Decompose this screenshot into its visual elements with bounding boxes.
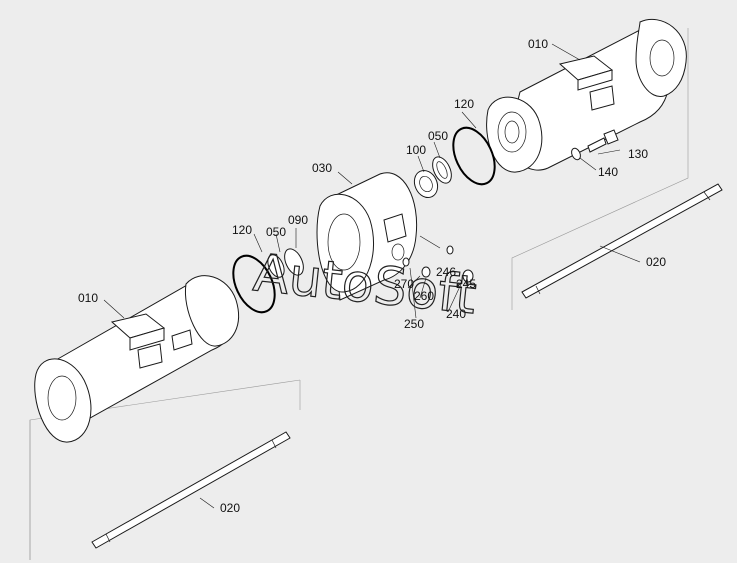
label-010-left: 010 bbox=[78, 291, 98, 305]
label-270: 270 bbox=[394, 277, 414, 291]
center-housing-030 bbox=[316, 172, 418, 301]
washer-140 bbox=[571, 147, 581, 161]
label-010-top: 010 bbox=[528, 37, 548, 51]
label-140: 140 bbox=[598, 165, 618, 179]
label-050-left: 050 bbox=[266, 225, 286, 239]
label-050-right: 050 bbox=[428, 129, 448, 143]
label-030: 030 bbox=[312, 161, 332, 175]
small-parts-group bbox=[402, 245, 474, 283]
label-100: 100 bbox=[406, 143, 426, 157]
label-120-left: 120 bbox=[232, 223, 252, 237]
shaft-020-left bbox=[91, 431, 291, 549]
axle-housing-lower-left bbox=[34, 275, 240, 443]
shaft-020-right bbox=[521, 183, 723, 299]
leader-lines bbox=[103, 43, 641, 509]
label-020-right: 020 bbox=[646, 255, 666, 269]
axle-housing-upper-right bbox=[486, 18, 687, 173]
bearing-100 bbox=[413, 169, 439, 199]
label-130: 130 bbox=[628, 147, 648, 161]
o-ring-120-right bbox=[452, 126, 496, 186]
bolt-130 bbox=[587, 129, 619, 153]
label-250: 250 bbox=[404, 317, 424, 331]
label-240: 240 bbox=[446, 307, 466, 321]
seal-050-left bbox=[267, 254, 285, 278]
label-246: 246 bbox=[436, 265, 456, 279]
label-245: 245 bbox=[456, 277, 476, 291]
label-090: 090 bbox=[288, 213, 308, 227]
watermark-text: AutoSoft bbox=[251, 243, 479, 326]
seal-090 bbox=[284, 248, 304, 276]
label-260: 260 bbox=[414, 289, 434, 303]
o-ring-120-left bbox=[232, 254, 276, 314]
label-120-right: 120 bbox=[454, 97, 474, 111]
projection-frames bbox=[29, 28, 689, 560]
label-020-bottom: 020 bbox=[220, 501, 240, 515]
part-labels: 010 120 050 100 030 130 140 020 010 120 … bbox=[78, 37, 666, 515]
